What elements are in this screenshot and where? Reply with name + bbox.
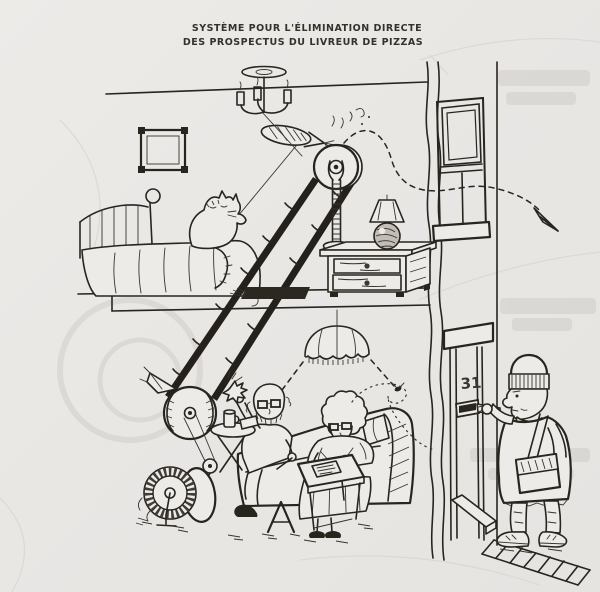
- hanging-lamp: [281, 309, 395, 391]
- door-lintel: [442, 321, 495, 351]
- crumpled-flyer-in-hand: [222, 370, 248, 404]
- spiked-conveyor-belt: [139, 175, 358, 401]
- picture-frame: [138, 127, 188, 173]
- sneaker-right: [538, 531, 568, 548]
- pant-leg-left: [509, 502, 528, 533]
- flyer-trajectory: [343, 129, 559, 232]
- caption: SYSTÈME POUR L'ÉLIMINATION DIRECTE DES P…: [183, 22, 423, 48]
- flyer-on-couch: [361, 414, 390, 446]
- string-to-cat: [261, 111, 303, 157]
- hand: [481, 403, 493, 415]
- blanket: [81, 239, 261, 297]
- ground-shadows: [135, 517, 563, 554]
- doormat-grate: [481, 539, 591, 586]
- chandelier: [236, 65, 292, 115]
- threshold-step: [451, 494, 497, 535]
- reaching-arm: [489, 403, 515, 425]
- trestle: [266, 500, 296, 534]
- paper-plane: [533, 207, 559, 232]
- beanie-band: [508, 373, 550, 390]
- cat: [188, 190, 247, 289]
- beanie-top: [509, 353, 549, 376]
- flung-rolled-flyer: [260, 124, 335, 152]
- nightstand: [319, 241, 437, 297]
- window-sill: [431, 220, 492, 243]
- mug: [223, 409, 240, 428]
- sneaker-left: [496, 531, 530, 548]
- pedal-drive: [137, 414, 218, 527]
- front-door: 31: [442, 321, 501, 541]
- face: [502, 388, 549, 421]
- moth: [351, 382, 433, 450]
- door-number: 31: [460, 374, 482, 393]
- mail-slot: [455, 398, 480, 419]
- side-table: [210, 409, 259, 473]
- grandfather: [222, 370, 297, 517]
- pizza-delivery-man: [477, 353, 572, 548]
- cat-string: [237, 145, 297, 217]
- flyer-dart-on-belt: [139, 366, 177, 394]
- drive-drum: [162, 385, 218, 441]
- window: [431, 96, 492, 243]
- tray-table: [296, 453, 366, 531]
- bed: [79, 188, 261, 307]
- caption-line-1: SYSTÈME POUR L'ÉLIMINATION DIRECTE: [192, 22, 422, 34]
- caption-line-2: DES PROSPECTUS DU LIVREUR DE PIZZAS: [183, 37, 423, 48]
- pant-leg-right: [543, 500, 562, 534]
- floor-hole: [241, 287, 310, 299]
- motion-squiggles: [331, 107, 370, 129]
- shoulder-bag: [514, 413, 562, 495]
- cutaway-wall-right-edge: [436, 61, 446, 561]
- cutaway-wall-left-edge: [425, 61, 435, 559]
- table-lamp: [369, 194, 405, 250]
- upstairs-ceiling-line: [105, 81, 428, 95]
- small-box: [239, 415, 259, 430]
